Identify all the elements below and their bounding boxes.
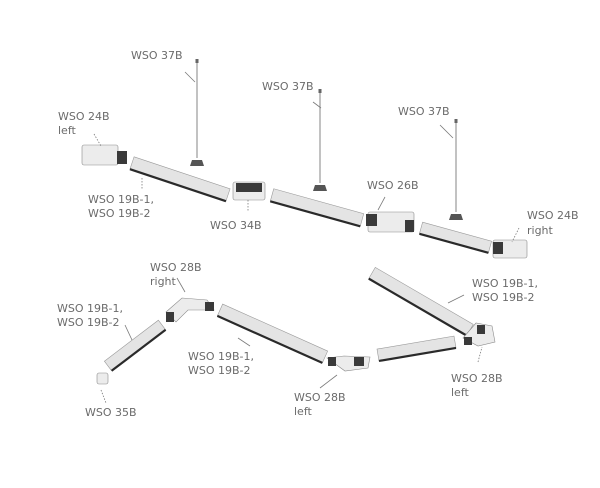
connector-block [328, 357, 336, 366]
rod-clamp [313, 185, 327, 191]
connector-block [477, 325, 485, 334]
label-wso-26b: WSO 26B [367, 179, 419, 192]
rail-slot [269, 200, 361, 228]
rail-slot [419, 232, 489, 254]
label-wso-28b: WSO 28B [150, 261, 202, 274]
connector-block [405, 220, 414, 232]
label-wso-37b: WSO 37B [398, 105, 450, 118]
connector-block [464, 337, 472, 345]
label-wso-35b: WSO 35B [85, 406, 137, 419]
labels: WSO 37B WSO 37B WSO 37B WSO 24B left WSO… [57, 49, 579, 419]
leader-lines [93, 71, 520, 404]
label-wso-34b: WSO 34B [210, 219, 262, 232]
label-wso-19b-1: WSO 19B-1, [88, 193, 154, 206]
label-wso-28b: WSO 28B [294, 391, 346, 404]
rod-clamp [449, 214, 463, 220]
track-rail [269, 188, 365, 227]
components [81, 59, 528, 385]
label-wso-19b-1: WSO 19B-1, [472, 277, 538, 290]
label-left: left [451, 386, 470, 399]
label-wso-24b: WSO 24B [527, 209, 579, 222]
label-wso-28b: WSO 28B [451, 372, 503, 385]
connector-block [366, 214, 377, 226]
label-wso-19b-1: WSO 19B-1, [188, 350, 254, 363]
rod-top [195, 59, 199, 63]
label-wso-19b-2: WSO 19B-2 [188, 364, 251, 377]
rod-top [454, 119, 458, 123]
connector-block [166, 312, 174, 322]
connector-block [236, 183, 262, 192]
label-left: left [58, 124, 77, 137]
connector-block [117, 151, 127, 164]
rail-slot [129, 168, 227, 203]
label-right: right [150, 275, 177, 288]
end-cap [96, 372, 109, 385]
label-wso-19b-2: WSO 19B-2 [472, 291, 535, 304]
label-wso-37b: WSO 37B [262, 80, 314, 93]
label-wso-37b: WSO 37B [131, 49, 183, 62]
rail-slot [378, 346, 457, 363]
end-cap-left [81, 144, 119, 166]
track-rail [368, 266, 474, 337]
rail-slot [216, 314, 323, 364]
label-left: left [294, 405, 313, 418]
rail-slot [110, 328, 167, 372]
track-rail [376, 335, 457, 362]
rod-top [318, 89, 322, 93]
label-right: right [527, 224, 554, 237]
rod-clamp [190, 160, 204, 166]
connector-block [493, 242, 503, 254]
rail-slot [368, 277, 468, 337]
label-wso-24b: WSO 24B [58, 110, 110, 123]
connector-block [354, 357, 364, 366]
label-wso-19b-2: WSO 19B-2 [57, 316, 120, 329]
label-wso-19b-2: WSO 19B-2 [88, 207, 151, 220]
label-wso-19b-1: WSO 19B-1, [57, 302, 123, 315]
connector-block [205, 302, 214, 311]
